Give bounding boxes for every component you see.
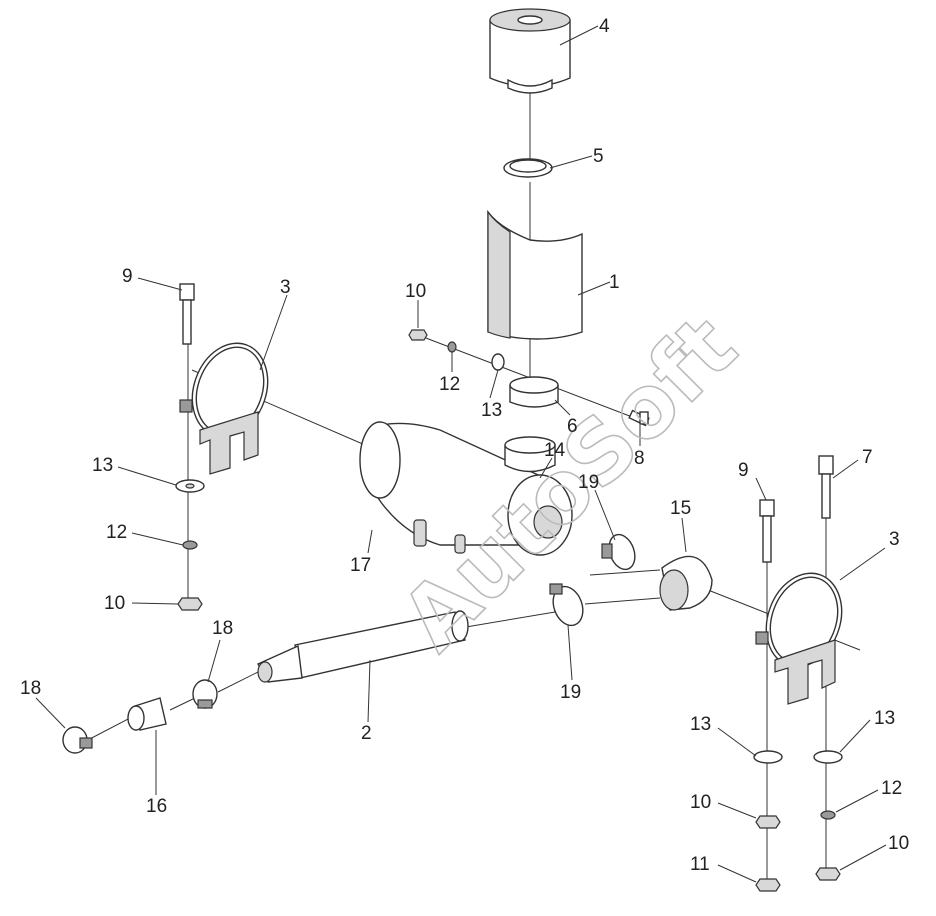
bracket-3-right [755, 572, 843, 705]
callout-17: 17 [350, 555, 371, 576]
washer-13-top [491, 353, 505, 371]
callout-3-right: 3 [889, 529, 900, 550]
callout-3-left: 3 [280, 277, 291, 298]
nut-10-left [177, 597, 203, 611]
sleeve-16 [127, 697, 167, 731]
callout-14: 14 [544, 440, 566, 461]
callout-12-top: 12 [439, 374, 460, 395]
filter-cap-4 [489, 8, 571, 94]
bolt-7 [818, 455, 834, 519]
callout-2: 2 [361, 723, 372, 744]
callout-5: 5 [593, 146, 604, 167]
lock-washer-12-right [820, 810, 836, 820]
nut-10-top [408, 329, 428, 341]
callout-labels: 4 5 1 9 3 10 12 13 6 8 14 13 12 10 17 19… [20, 16, 909, 875]
washer-13-right-b [813, 750, 843, 764]
bolt-8 [628, 409, 650, 427]
leader-lines [35, 25, 887, 883]
callout-4: 4 [599, 16, 610, 37]
clamp-18-right [192, 679, 218, 709]
callout-13-top: 13 [481, 400, 502, 421]
callout-8: 8 [634, 448, 645, 469]
seal-ring-5 [503, 158, 553, 178]
clamp-19-upper [601, 533, 636, 571]
callout-18-left: 18 [20, 678, 41, 699]
nut-10-right-b [815, 867, 841, 881]
washer-13-left [175, 479, 205, 493]
bracket-3-left [179, 342, 269, 475]
clamp-19-lower [549, 583, 584, 627]
callout-16: 16 [146, 796, 167, 817]
callout-13-right-a: 13 [690, 714, 711, 735]
callout-9-right: 9 [738, 460, 749, 481]
callout-19-upper: 19 [578, 472, 599, 493]
intake-pipe-2 [257, 610, 469, 683]
callout-18-right: 18 [212, 618, 233, 639]
clamp-18-left [62, 726, 93, 754]
callout-13-right-b: 13 [874, 708, 895, 729]
callout-9-left: 9 [122, 266, 133, 287]
lock-washer-12-top [447, 341, 457, 353]
callout-1: 1 [609, 272, 620, 293]
callout-15: 15 [670, 498, 691, 519]
callout-10-right-a: 10 [690, 792, 711, 813]
bolt-9-left [179, 283, 195, 345]
callout-12-right: 12 [881, 778, 902, 799]
callout-6: 6 [567, 416, 578, 437]
elbow-15 [659, 555, 713, 611]
callout-12-left: 12 [106, 522, 127, 543]
callout-10-top: 10 [405, 281, 426, 302]
callout-10-right-b: 10 [888, 833, 909, 854]
callout-11: 11 [690, 854, 710, 875]
collar-6 [509, 376, 559, 408]
air-cleaner-housing-17 [359, 421, 573, 556]
callout-10-left: 10 [104, 593, 125, 614]
nut-11 [755, 878, 781, 892]
washer-13-right-a [753, 750, 783, 764]
bolt-9-right [759, 499, 775, 563]
callout-7: 7 [862, 447, 873, 468]
callout-19-lower: 19 [560, 682, 581, 703]
lock-washer-12-left [182, 540, 198, 550]
nut-10-right-a [755, 815, 781, 829]
callout-13-left: 13 [92, 455, 113, 476]
shell-1 [487, 209, 583, 340]
